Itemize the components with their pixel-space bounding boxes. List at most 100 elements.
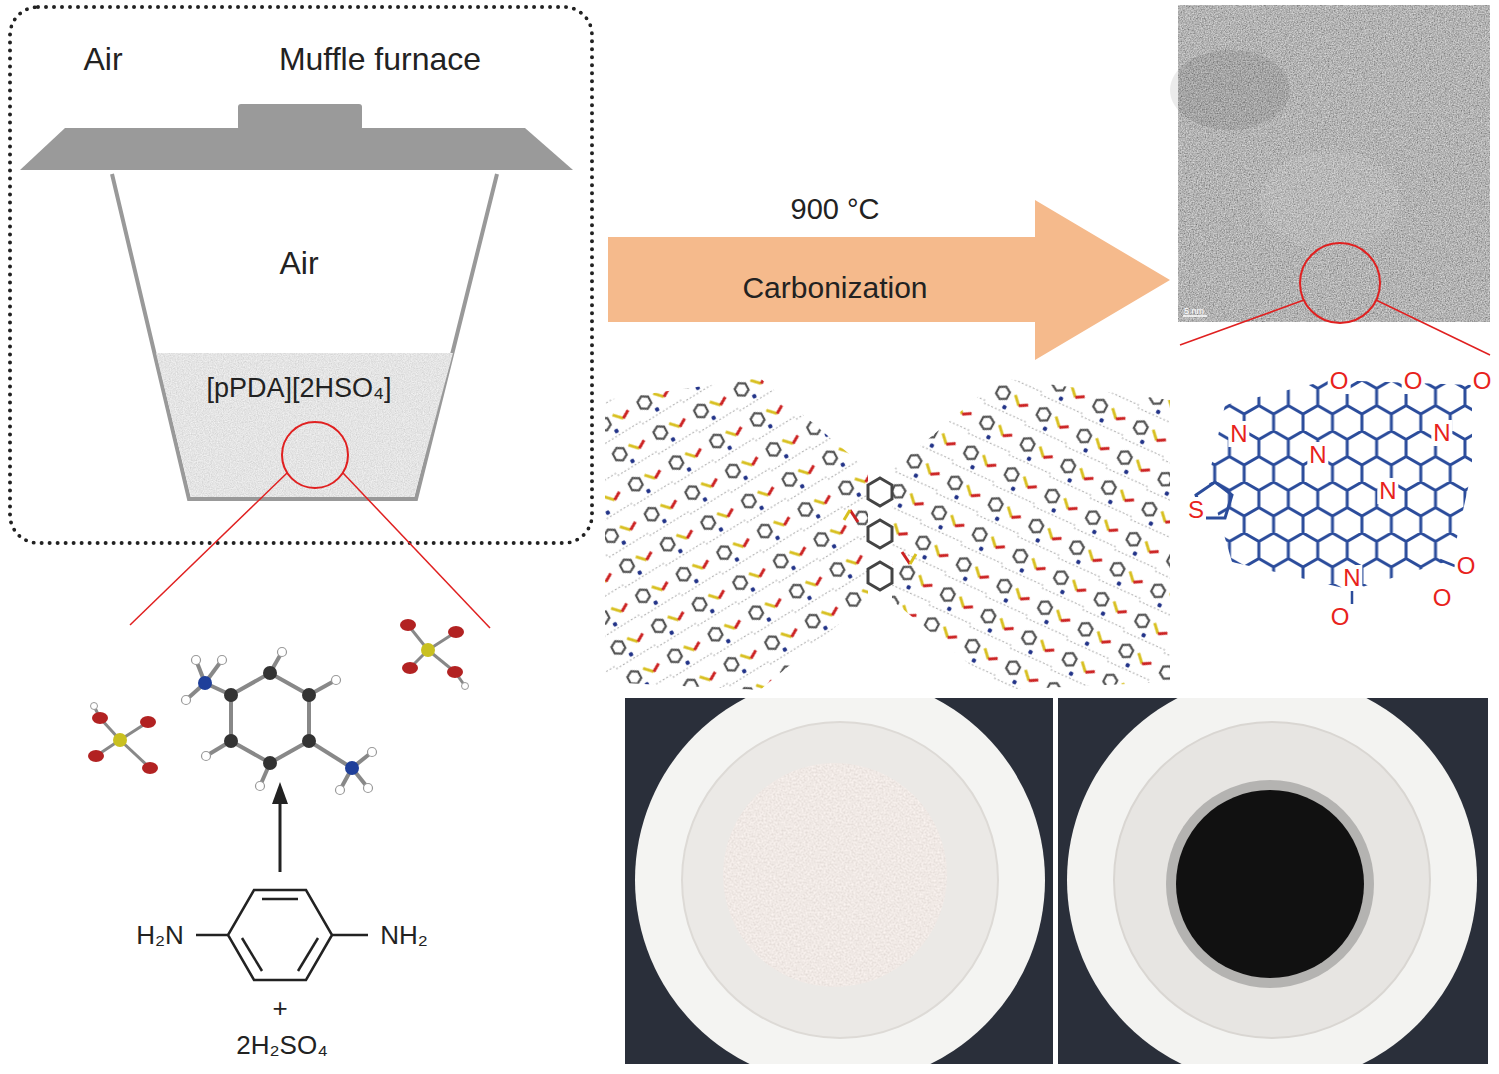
packing-wing [892, 378, 1170, 690]
white-powder [723, 763, 947, 987]
ring [868, 478, 892, 506]
hydrogen-atom [462, 683, 469, 690]
atom [263, 756, 277, 770]
sulfate-left [88, 703, 158, 775]
oxygen-atom [140, 716, 156, 728]
atom-label: N [1377, 478, 1398, 504]
honeycomb [1185, 355, 1495, 630]
sulfur-atom [421, 643, 435, 657]
atom [364, 784, 373, 793]
arrow-shape [608, 200, 1170, 360]
tem-blob [1260, 150, 1400, 250]
atom [368, 748, 377, 757]
atom [192, 656, 201, 665]
stick [850, 510, 858, 522]
zoom-line [1180, 300, 1304, 345]
central-sulfates [844, 510, 916, 564]
process-arrow: 900 °CCarbonization [608, 190, 1170, 360]
oxygen-atom [88, 750, 104, 762]
atom [332, 676, 341, 685]
carbon-structure-formula [1185, 355, 1495, 630]
atom-label: N [1307, 442, 1328, 468]
air-label: Air [279, 246, 318, 281]
atom-label: O [1329, 604, 1352, 630]
atom-label: O [1471, 368, 1494, 394]
atom-label: N [1431, 420, 1452, 446]
ball-stick-molecule [88, 619, 469, 795]
oxygen-atom [142, 762, 158, 774]
zoom-circle [282, 422, 348, 488]
crucible-wall [112, 174, 497, 499]
powder-fill [156, 353, 453, 497]
oxygen-atom [448, 626, 464, 638]
crystal-packing [605, 378, 1170, 690]
atom [224, 688, 238, 702]
atom-label: O [1455, 553, 1478, 579]
nitrogen-atom [345, 761, 359, 775]
reaction-arrow [279, 800, 282, 872]
soot-halo [1166, 780, 1374, 988]
atom [202, 752, 211, 761]
air-label: Air [83, 42, 122, 77]
ring [868, 562, 892, 590]
atom [224, 734, 238, 748]
furnace-box: AirMuffle furnaceAir[pPDA][2HSO₄] [8, 5, 594, 545]
compound-label: [pPDA][2HSO₄] [206, 374, 391, 404]
cup-inside [1114, 722, 1430, 1038]
tem-blob [1170, 50, 1290, 130]
black-carbon [1176, 790, 1364, 978]
sulfate-right [400, 619, 469, 690]
sample-powder: [pPDA][2HSO₄] [154, 352, 455, 499]
packing-wing [605, 378, 868, 690]
stick [902, 552, 910, 564]
double-bond [298, 938, 318, 971]
carbon-atoms [224, 666, 316, 770]
stick [910, 554, 916, 564]
hydrogen-atom [91, 703, 98, 710]
n-oxide-bond [1351, 590, 1354, 604]
atom [182, 696, 191, 705]
central-sulfates [850, 510, 910, 564]
crucible: Air [pPDA][2HSO₄] [112, 174, 497, 499]
zoom-line [343, 473, 490, 628]
atom [263, 666, 277, 680]
bond [309, 741, 352, 768]
atom [256, 782, 265, 791]
atom-label: O [1402, 368, 1425, 394]
bonds [408, 625, 465, 686]
formula-label: NH₂ [380, 922, 428, 948]
photo-after [1058, 698, 1488, 1064]
atom-label: N [1228, 421, 1249, 447]
carboxyl-bond [1440, 560, 1455, 566]
atom-label: O [1431, 585, 1454, 611]
central-stack [868, 478, 892, 590]
atom [336, 786, 345, 795]
photo-before [625, 698, 1053, 1064]
double-bond [262, 898, 298, 901]
arrow-head [272, 782, 288, 804]
cup-rim [1067, 698, 1477, 1064]
atom [302, 734, 316, 748]
temperature-label: 900 °C [791, 194, 880, 226]
bond [332, 934, 368, 937]
hydrogen-atoms [182, 648, 377, 795]
formula-label: + [272, 995, 287, 1021]
atom-label: S [1186, 497, 1206, 523]
sulfur-atom [113, 733, 127, 747]
formula-label: H₂N [136, 922, 184, 948]
oxygen-atom [92, 712, 108, 724]
p-phenylenediamine-formula [196, 890, 368, 980]
oxygen-atom [447, 666, 463, 678]
bond [196, 934, 228, 937]
nitrogen-atom [198, 676, 212, 690]
cup-inside [682, 722, 998, 1038]
zoom-line [1376, 300, 1490, 355]
furnace-lid [20, 128, 573, 170]
zoom-line [130, 473, 287, 625]
oxygen-atom [400, 619, 416, 631]
benzene-ring [228, 890, 332, 980]
atom [302, 688, 316, 702]
